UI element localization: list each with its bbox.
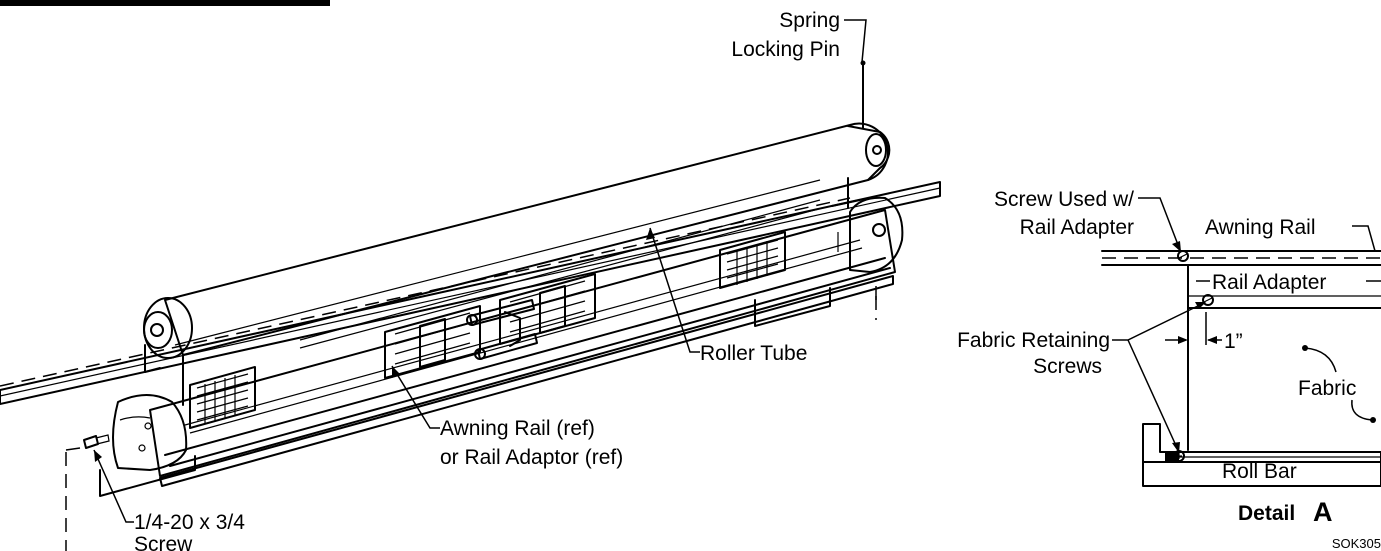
- bracket-mid: [499, 273, 596, 345]
- label-awning-rail-detail: Awning Rail: [1205, 216, 1376, 252]
- left-end-bracket: [112, 394, 188, 471]
- detail-screw-fabric-top: [1202, 294, 1214, 306]
- strut-line-2: [299, 207, 823, 349]
- label-awning-rail-line2: or Rail Adaptor (ref): [440, 446, 623, 469]
- header-rule: [0, 0, 330, 6]
- label-awning-rail-line1: Awning Rail (ref): [440, 417, 595, 440]
- detail-screw-rail-adapter: [1177, 250, 1189, 262]
- label-rail-adapter: Rail Adapter: [1196, 271, 1381, 294]
- label-rail-adapter-text: Rail Adapter: [1212, 271, 1326, 294]
- detail-a: 1”: [1101, 250, 1381, 487]
- spring-locking-pin: [860, 60, 866, 129]
- detail-roll-bar: [1142, 423, 1381, 487]
- connector-pins: [466, 299, 538, 360]
- label-fabric-retaining-line2: Screws: [1033, 355, 1102, 378]
- label-spring-locking-pin: Spring Locking Pin: [731, 9, 867, 63]
- label-detail-word: Detail: [1238, 502, 1295, 525]
- label-fabric: Fabric: [1298, 377, 1356, 400]
- main-assembly: [0, 60, 941, 551]
- label-screw-used-line1: Screw Used w/: [994, 188, 1134, 211]
- label-awning-rail-ref: Awning Rail (ref) or Rail Adaptor (ref): [391, 365, 623, 469]
- label-dimension-1in: 1”: [1224, 330, 1243, 353]
- detail-dimension: 1”: [1165, 312, 1243, 353]
- label-roll-bar: Roll Bar: [1222, 460, 1297, 483]
- mounting-screw: [65, 434, 110, 551]
- fabric-arrow-bottom: [1351, 399, 1373, 421]
- rail-brackets: [189, 231, 786, 429]
- back-awning-rail: [0, 181, 941, 405]
- label-screw-spec: 1/4-20 x 3/4 Screw: [93, 449, 245, 551]
- label-spring-line1: Spring: [779, 9, 840, 32]
- label-fabric-retaining-screws: Fabric Retaining Screws: [957, 302, 1206, 453]
- right-end-bracket: [831, 177, 904, 308]
- label-spring-line2: Locking Pin: [731, 38, 840, 61]
- bracket-center: [384, 305, 481, 379]
- label-screw-line1: 1/4-20 x 3/4: [134, 511, 245, 534]
- label-screw-used-line2: Rail Adapter: [1020, 216, 1134, 239]
- bracket-left: [189, 366, 256, 429]
- label-roller-tube-text: Roller Tube: [700, 342, 807, 365]
- label-detail-letter: A: [1313, 497, 1333, 527]
- label-fabric-retaining-line1: Fabric Retaining: [957, 329, 1110, 352]
- label-roller-tube: Roller Tube: [646, 227, 807, 365]
- strut-line-1: [299, 199, 821, 341]
- label-screw-line2: Screw: [134, 533, 193, 551]
- rail-housing: [99, 209, 896, 497]
- label-detail-a: Detail A: [1238, 497, 1333, 527]
- bracket-right: [719, 231, 786, 289]
- label-screw-used-rail-adapter: Screw Used w/ Rail Adapter: [994, 188, 1181, 252]
- roller-tube: [143, 122, 891, 406]
- fabric-arrow-top: [1304, 347, 1337, 373]
- label-awning-rail-detail-text: Awning Rail: [1205, 216, 1316, 239]
- drawing-code: SOK305: [1332, 536, 1381, 551]
